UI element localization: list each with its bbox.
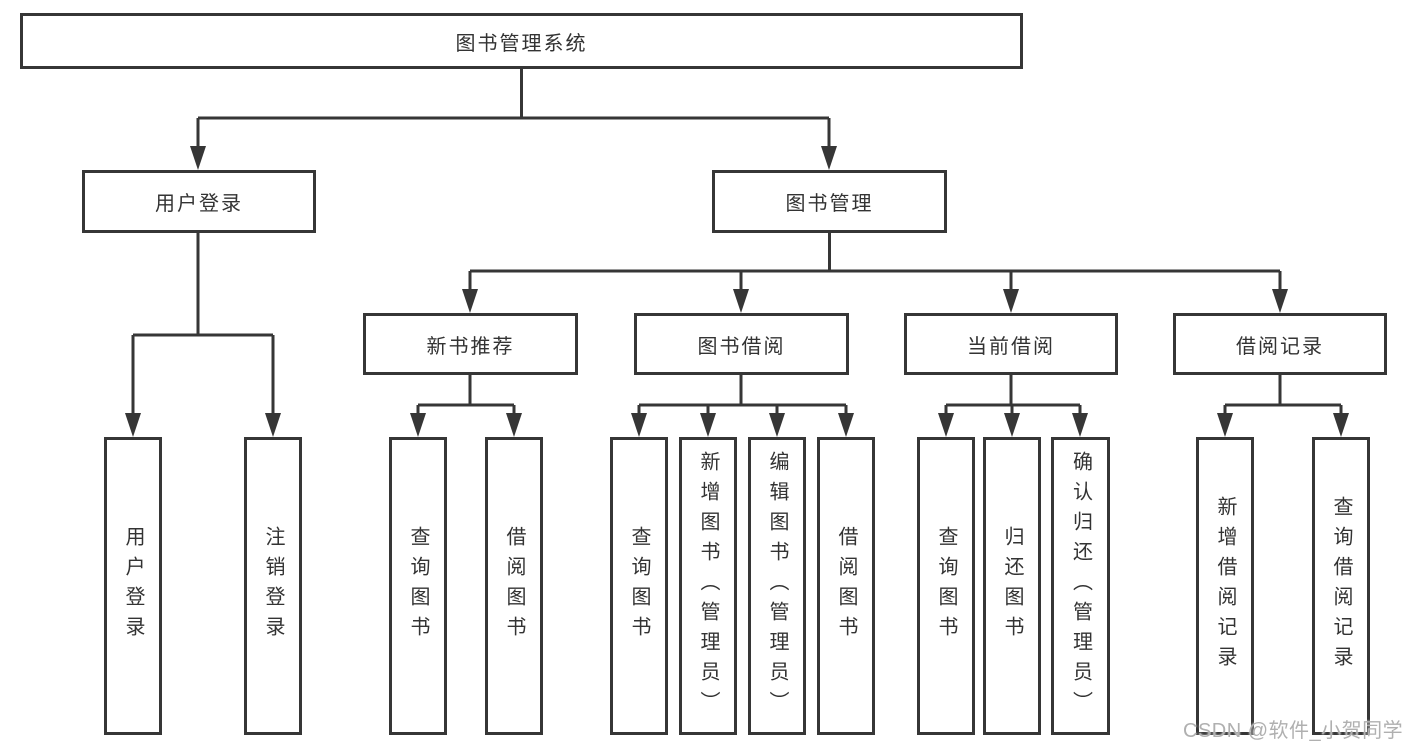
leaf-edit-book-admin: 编辑图书（管理员） xyxy=(748,437,806,735)
leaf-query-books-borrow: 查询图书 xyxy=(610,437,668,735)
leaf-query-books-current: 查询图书 xyxy=(917,437,975,735)
node-user-login: 用户登录 xyxy=(82,170,316,233)
leaf-query-borrow-record: 查询借阅记录 xyxy=(1312,437,1370,735)
leaf-add-book-admin: 新增图书（管理员） xyxy=(679,437,737,735)
node-current-borrow: 当前借阅 xyxy=(904,313,1118,375)
arrowheads xyxy=(125,146,1349,437)
node-current-borrow-label: 当前借阅 xyxy=(967,335,1055,358)
leaf-query-books-recommend: 查询图书 xyxy=(389,437,447,735)
leaf-logout: 注销登录 xyxy=(244,437,302,735)
node-book-management: 图书管理 xyxy=(712,170,947,233)
node-user-login-label: 用户登录 xyxy=(155,193,243,215)
leaf-borrow-books-recommend: 借阅图书 xyxy=(485,437,543,735)
watermark: CSDN @软件_小贺同学 xyxy=(1183,720,1404,742)
leaf-user-login: 用户登录 xyxy=(104,437,162,735)
node-book-borrow-label: 图书借阅 xyxy=(697,335,786,358)
node-borrow-records: 借阅记录 xyxy=(1173,313,1387,375)
node-borrow-records-label: 借阅记录 xyxy=(1236,335,1324,358)
leaf-add-borrow-record: 新增借阅记录 xyxy=(1196,437,1254,735)
node-new-book-recommend: 新书推荐 xyxy=(363,313,578,375)
node-new-book-recommend-label: 新书推荐 xyxy=(426,335,515,358)
node-book-borrow: 图书借阅 xyxy=(634,313,849,375)
node-root: 图书管理系统 xyxy=(20,13,1023,69)
node-book-management-label: 图书管理 xyxy=(785,193,874,215)
leaf-confirm-return-admin: 确认归还（管理员） xyxy=(1051,437,1110,735)
node-root-label: 图书管理系统 xyxy=(455,32,588,55)
leaf-return-books: 归还图书 xyxy=(983,437,1041,735)
leaf-borrow-books: 借阅图书 xyxy=(817,437,875,735)
